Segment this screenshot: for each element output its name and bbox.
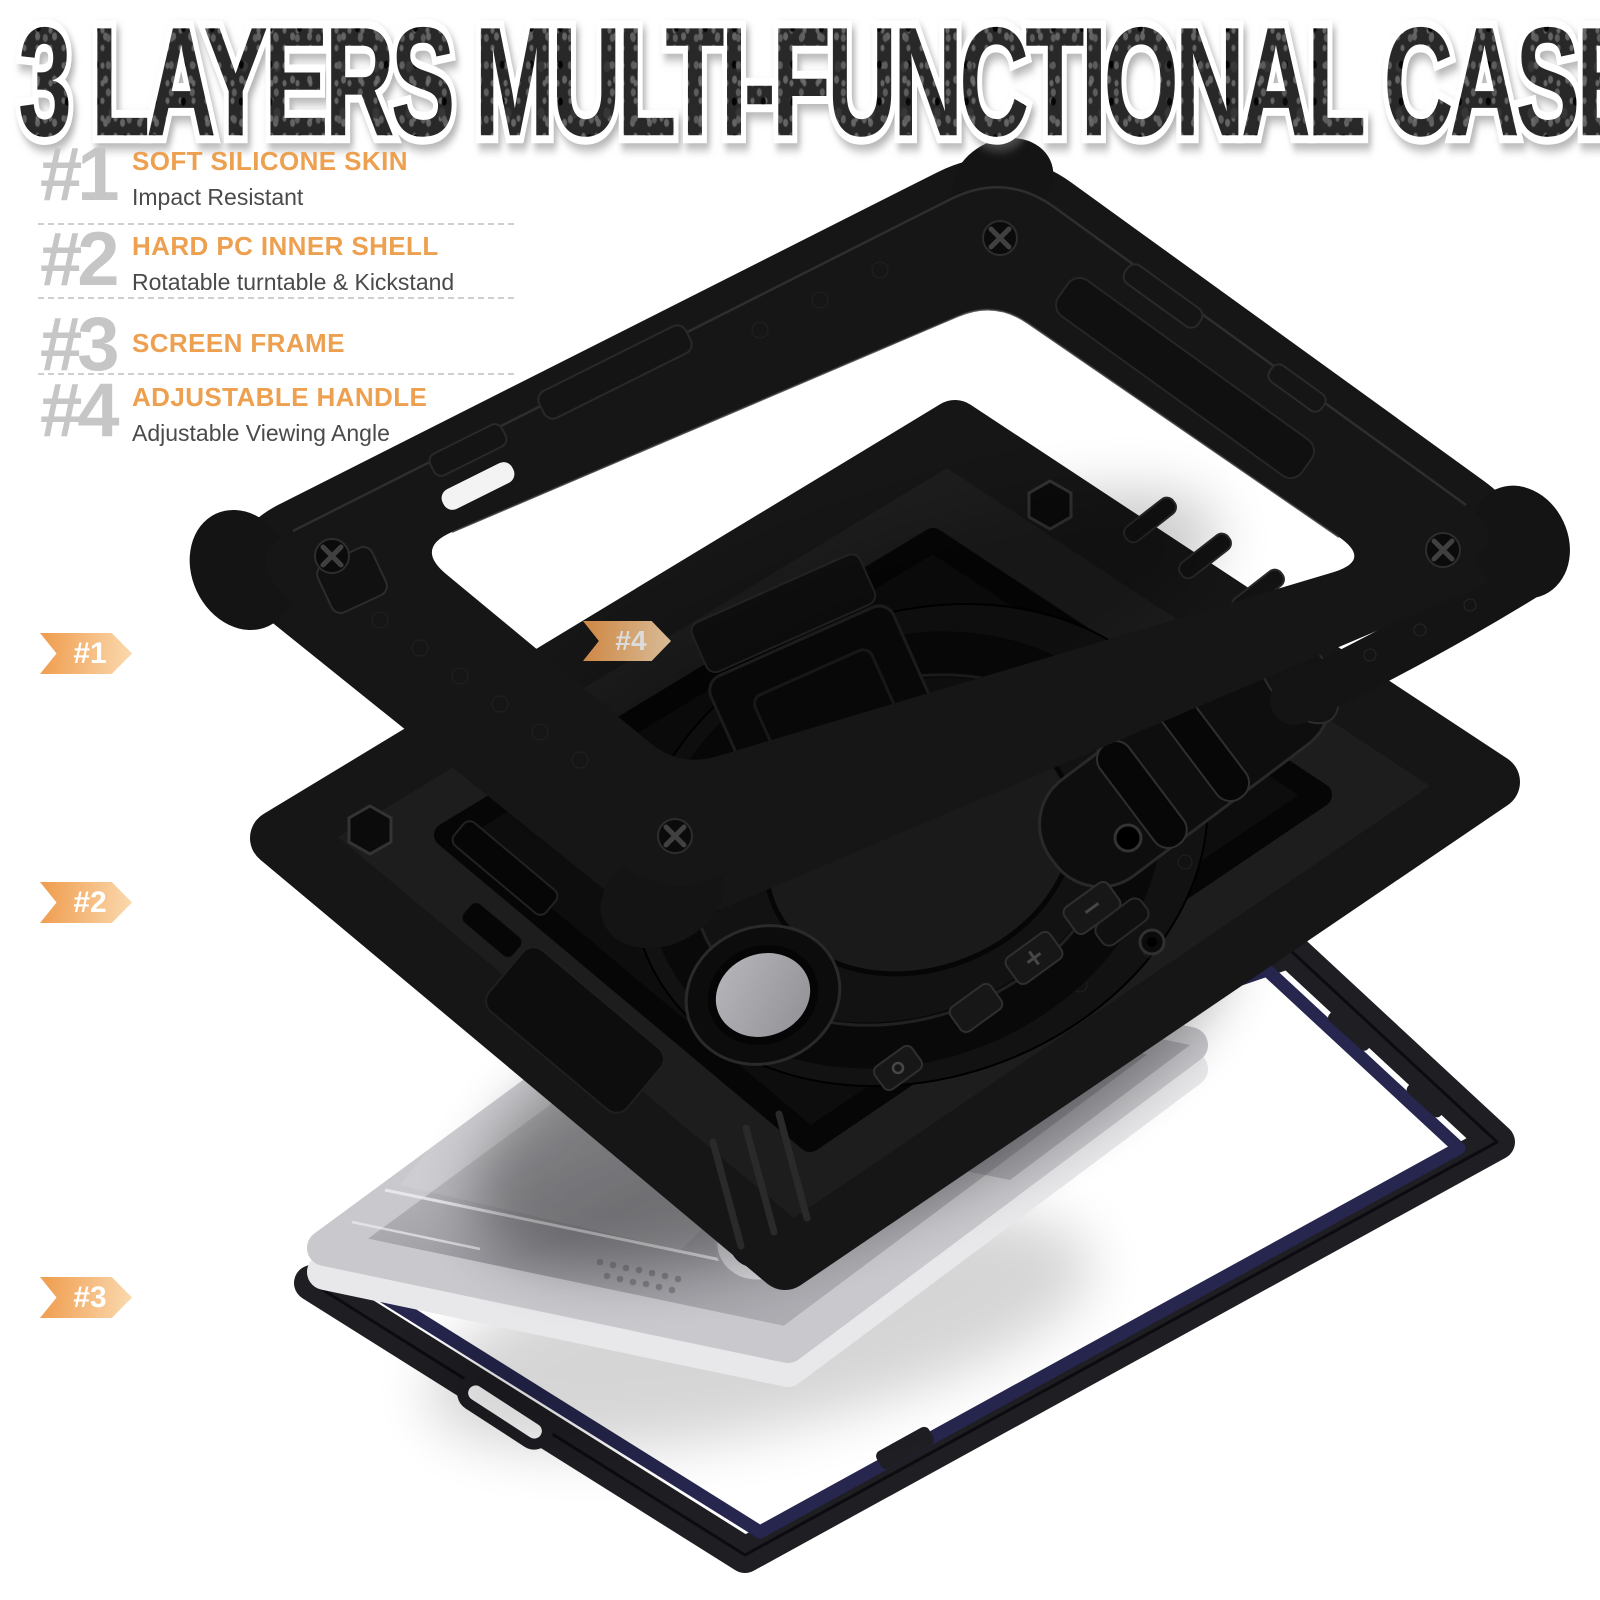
kickstand [485,946,665,1114]
page-title: 3 LAYERS MULTI-FUNCTIONAL CASE [18,4,1600,160]
feature-heading: HARD PC INNER SHELL [132,231,439,261]
callout-label: #2 [73,885,107,919]
frame-raised-bar [428,423,508,477]
feature-heading: SCREEN FRAME [132,328,345,358]
callout-label: #3 [73,1280,107,1314]
feature-subtitle: Adjustable Viewing Angle [132,420,390,446]
button-covers [872,880,1122,1092]
feature-heading: ADJUSTABLE HANDLE [132,382,428,412]
hex-texture [371,261,889,769]
frame-slot [441,462,515,510]
title-banner: 3 LAYERS MULTI-FUNCTIONAL CASE 3 LAYERS … [13,0,1600,167]
dotted-divider [38,223,514,225]
feature-item-4: #4 ADJUSTABLE HANDLE Adjustable Viewing … [40,368,428,453]
feature-subtitle: Rotatable turntable & Kickstand [132,269,455,295]
feature-number: #2 [40,217,120,302]
frame-edge-tab [876,1426,934,1470]
button-cover-bump [1122,263,1204,329]
shell-camera-hole [684,924,842,1066]
frame-edge-tab [1328,1005,1376,1051]
frame-channel [1055,276,1315,480]
edge-clips [451,820,665,1114]
antenna-line [351,1220,481,1251]
frame-inner-highlight [451,308,1340,538]
corner-bolt-x [314,220,1461,854]
corner-ridges [709,1110,811,1250]
button-cover-bump [1267,363,1327,413]
strap-texture [1363,598,1477,662]
feature-subtitle: Impact Resistant [132,184,304,210]
feature-number: #3 [40,302,120,387]
lanyard-hole [1113,823,1143,853]
dotted-divider [38,297,514,299]
feature-number: #1 [40,132,120,217]
callout-label: #4 [615,625,647,656]
feature-heading: SOFT SILICONE SKIN [132,146,408,176]
feature-number: #4 [40,368,120,453]
feature-item-3: #3 SCREEN FRAME [40,302,345,387]
corner-bumper [1470,485,1570,599]
callout-label: #1 [73,636,107,670]
frame-shadow [542,490,1218,810]
frame-edge-highlight [292,186,1467,533]
stylus-holder [1094,897,1166,956]
silicone-frame-layer [189,138,1570,949]
feature-item-1: #1 SOFT SILICONE SKIN Impact Resistant [40,132,408,217]
frame-raised-bar [537,324,693,420]
frame-edge-tab [1406,1078,1448,1118]
dotted-divider [38,373,514,375]
corner-bumper [189,509,295,631]
feature-item-2: #2 HARD PC INNER SHELL Rotatable turntab… [40,217,455,302]
